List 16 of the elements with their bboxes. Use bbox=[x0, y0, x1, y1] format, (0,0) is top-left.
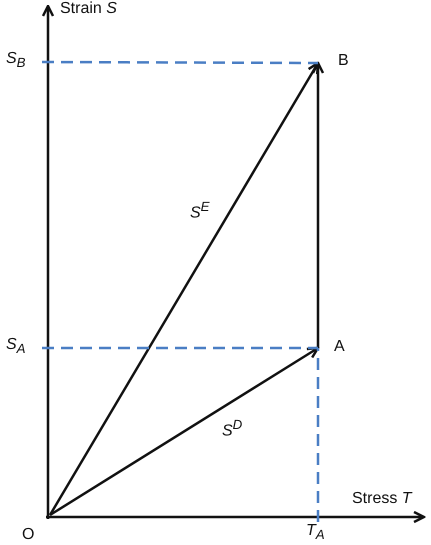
point-label: B bbox=[338, 52, 349, 70]
point-label: T$_{A}$ bbox=[306, 522, 325, 544]
arrow bbox=[49, 346, 320, 516]
edge-label: S$^{E}$ bbox=[190, 198, 210, 222]
dashed-line bbox=[42, 346, 318, 350]
point-label: S$_{B}$ bbox=[6, 50, 26, 72]
dashed-line bbox=[316, 348, 320, 522]
point-label: S$_{A}$ bbox=[6, 336, 26, 358]
point-label: O bbox=[22, 526, 34, 544]
axis-title: Stress T bbox=[352, 490, 412, 508]
dashed-line bbox=[42, 60, 318, 64]
edge-label: S$^{D}$ bbox=[222, 416, 242, 440]
arrow bbox=[312, 62, 324, 348]
axis-title: Strain S bbox=[60, 0, 117, 18]
point-label: A bbox=[334, 338, 345, 356]
arrow bbox=[48, 62, 320, 516]
